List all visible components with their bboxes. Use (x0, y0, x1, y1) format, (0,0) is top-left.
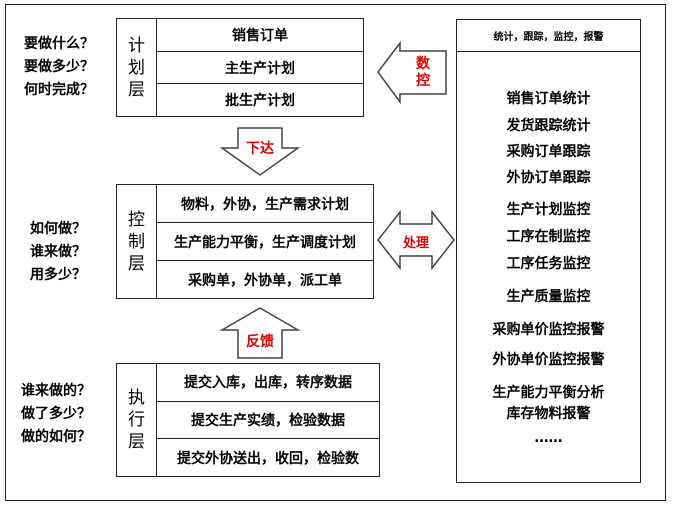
monitor-item: 生产计划监控 (506, 202, 591, 218)
monitor-item: 发货跟踪统计 (506, 118, 591, 134)
issue-label: 下达 (246, 141, 274, 157)
question: 用多少？ (30, 267, 86, 283)
orders-row: 采购单，外协单，派工单 (188, 272, 342, 289)
capacity-dispatch-row: 生产能力平衡，生产调度计划 (157, 223, 373, 261)
monitor-item: 采购单价监控报警 (492, 322, 605, 338)
outsourcing-data-row: 提交外协送出，收回，检验数 (177, 450, 359, 467)
plan-layer-title: 计 划 层 (117, 19, 157, 116)
monitor-item: 外协单价监控报警 (492, 352, 605, 368)
monitor-item: 外协订单跟踪 (506, 170, 591, 186)
question: 要做多少？ (24, 59, 94, 75)
master-plan-row: 主生产计划 (157, 52, 363, 85)
nc-label: 数 控 (416, 56, 430, 89)
question: 谁来做的？ (21, 383, 91, 399)
monitor-item: 采购订单跟踪 (506, 144, 591, 160)
question: 做的如何？ (21, 429, 91, 445)
monitor-item: 生产质量监控 (506, 289, 591, 305)
plan-questions: 要做什么？ 要做多少？ 何时完成？ (24, 33, 94, 102)
nc-left-arrow (377, 40, 447, 105)
control-layer-title: 控 制 层 (117, 185, 157, 298)
exec-questions: 谁来做的？ 做了多少？ 做的如何？ (21, 380, 91, 449)
feedback-label: 反馈 (246, 334, 274, 350)
question: 要做什么？ (24, 36, 94, 52)
control-questions: 如何做？ 谁来做？ 用多少？ (30, 218, 86, 287)
sales-order-row: 销售订单 (157, 19, 363, 52)
production-results-row: 提交生产实绩，检验数据 (157, 402, 379, 440)
inventory-data-row: 提交入库，出库，转序数据 (157, 364, 379, 402)
monitor-item: …… (534, 430, 563, 446)
monitor-item: 工序任务监控 (506, 256, 591, 272)
exec-layer: 执 行 层 提交入库，出库，转序数据 提交生产实绩，检验数据 提交外协送出，收回… (116, 363, 380, 477)
issue-down-arrow (219, 127, 301, 176)
monitoring-panel: 统计，跟踪，监控，报警 销售订单统计 发货跟踪统计 采购订单跟踪 外协订单跟踪 … (456, 19, 641, 483)
monitoring-panel-header: 统计，跟踪，监控，报警 (457, 20, 640, 52)
monitor-item: 工序在制监控 (506, 229, 591, 245)
monitor-item: 生产能力平衡分析 (492, 385, 605, 401)
question: 谁来做？ (30, 244, 86, 260)
batch-plan-row: 批生产计划 (225, 93, 295, 110)
monitor-item: 销售订单统计 (506, 91, 591, 107)
question: 如何做？ (30, 221, 86, 237)
plan-layer: 计 划 层 销售订单 主生产计划 批生产计划 (116, 18, 364, 117)
diagram-frame (5, 4, 666, 501)
process-label: 处理 (402, 236, 429, 251)
process-double-arrow (377, 209, 455, 271)
question: 何时完成？ (24, 82, 94, 98)
feedback-up-arrow (219, 307, 301, 359)
monitor-item: 库存物料报警 (506, 406, 591, 422)
exec-layer-title: 执 行 层 (117, 364, 157, 476)
question: 做了多少？ (21, 406, 91, 422)
control-layer: 控 制 层 物料，外协，生产需求计划 生产能力平衡，生产调度计划 采购单，外协单… (116, 184, 374, 299)
requirements-plan-row: 物料，外协，生产需求计划 (157, 185, 373, 223)
